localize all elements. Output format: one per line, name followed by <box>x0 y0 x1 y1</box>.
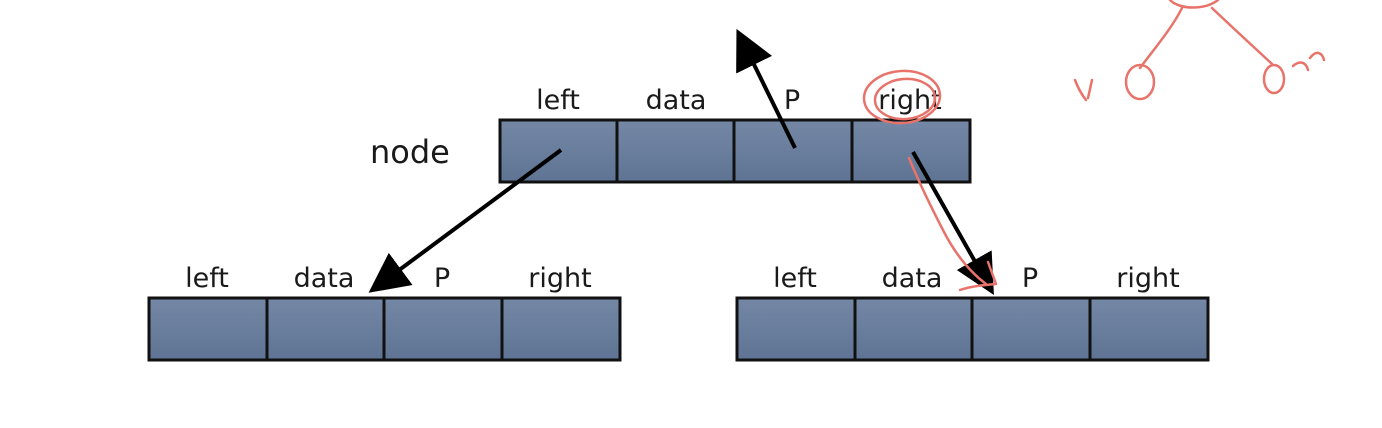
top-node-p-cell <box>732 118 854 184</box>
annotation-tree-right-mark <box>1291 51 1326 72</box>
right-pointer-arrow <box>911 151 994 295</box>
top-node-right-cell <box>850 118 972 184</box>
annotation-tree-left-mark <box>1073 78 1094 102</box>
left-child-p-label: P <box>434 263 450 294</box>
top-node-p-label: P <box>784 85 800 116</box>
parent-pointer-arrow <box>736 28 797 149</box>
annotation-circle-right <box>862 69 942 125</box>
top-node: node left data P right <box>370 85 972 184</box>
annotation-tree-branch-right <box>1210 6 1274 66</box>
top-node-data-label: data <box>646 85 707 116</box>
left-child-right-label: right <box>528 263 591 294</box>
handwritten-annotations <box>862 0 1326 292</box>
right-child-data-cell <box>853 296 974 362</box>
left-child-data-label: data <box>294 263 355 294</box>
left-child-left-cell <box>147 296 269 362</box>
right-child-left-label: left <box>773 263 817 294</box>
annotation-circle-right-inner <box>873 77 937 121</box>
right-child-p-cell <box>970 296 1092 362</box>
right-child-right-label: right <box>1116 263 1179 294</box>
top-node-data-cell <box>615 118 736 184</box>
right-child-p-label: P <box>1022 263 1038 294</box>
annotation-tree-branch-left <box>1138 6 1184 70</box>
left-pointer-arrow <box>368 148 563 293</box>
right-child-left-cell <box>735 296 857 362</box>
right-child-node: left data P right <box>735 263 1210 362</box>
annotation-tree-left-node <box>1124 63 1156 101</box>
left-child-p-cell <box>382 296 504 362</box>
node-label: node <box>370 133 450 171</box>
annotation-trace-hook <box>958 260 998 292</box>
right-child-right-cell <box>1088 296 1210 362</box>
annotation-trace-stroke <box>907 156 988 286</box>
left-child-left-label: left <box>185 263 229 294</box>
top-node-left-label: left <box>536 85 580 116</box>
left-child-data-cell <box>265 296 386 362</box>
annotation-tree-root-arc <box>1168 0 1220 9</box>
right-child-data-label: data <box>882 263 943 294</box>
left-child-right-cell <box>500 296 622 362</box>
top-node-right-label: right <box>878 85 941 116</box>
left-child-node: left data P right <box>147 263 622 362</box>
annotation-tree-right-node <box>1262 63 1286 95</box>
